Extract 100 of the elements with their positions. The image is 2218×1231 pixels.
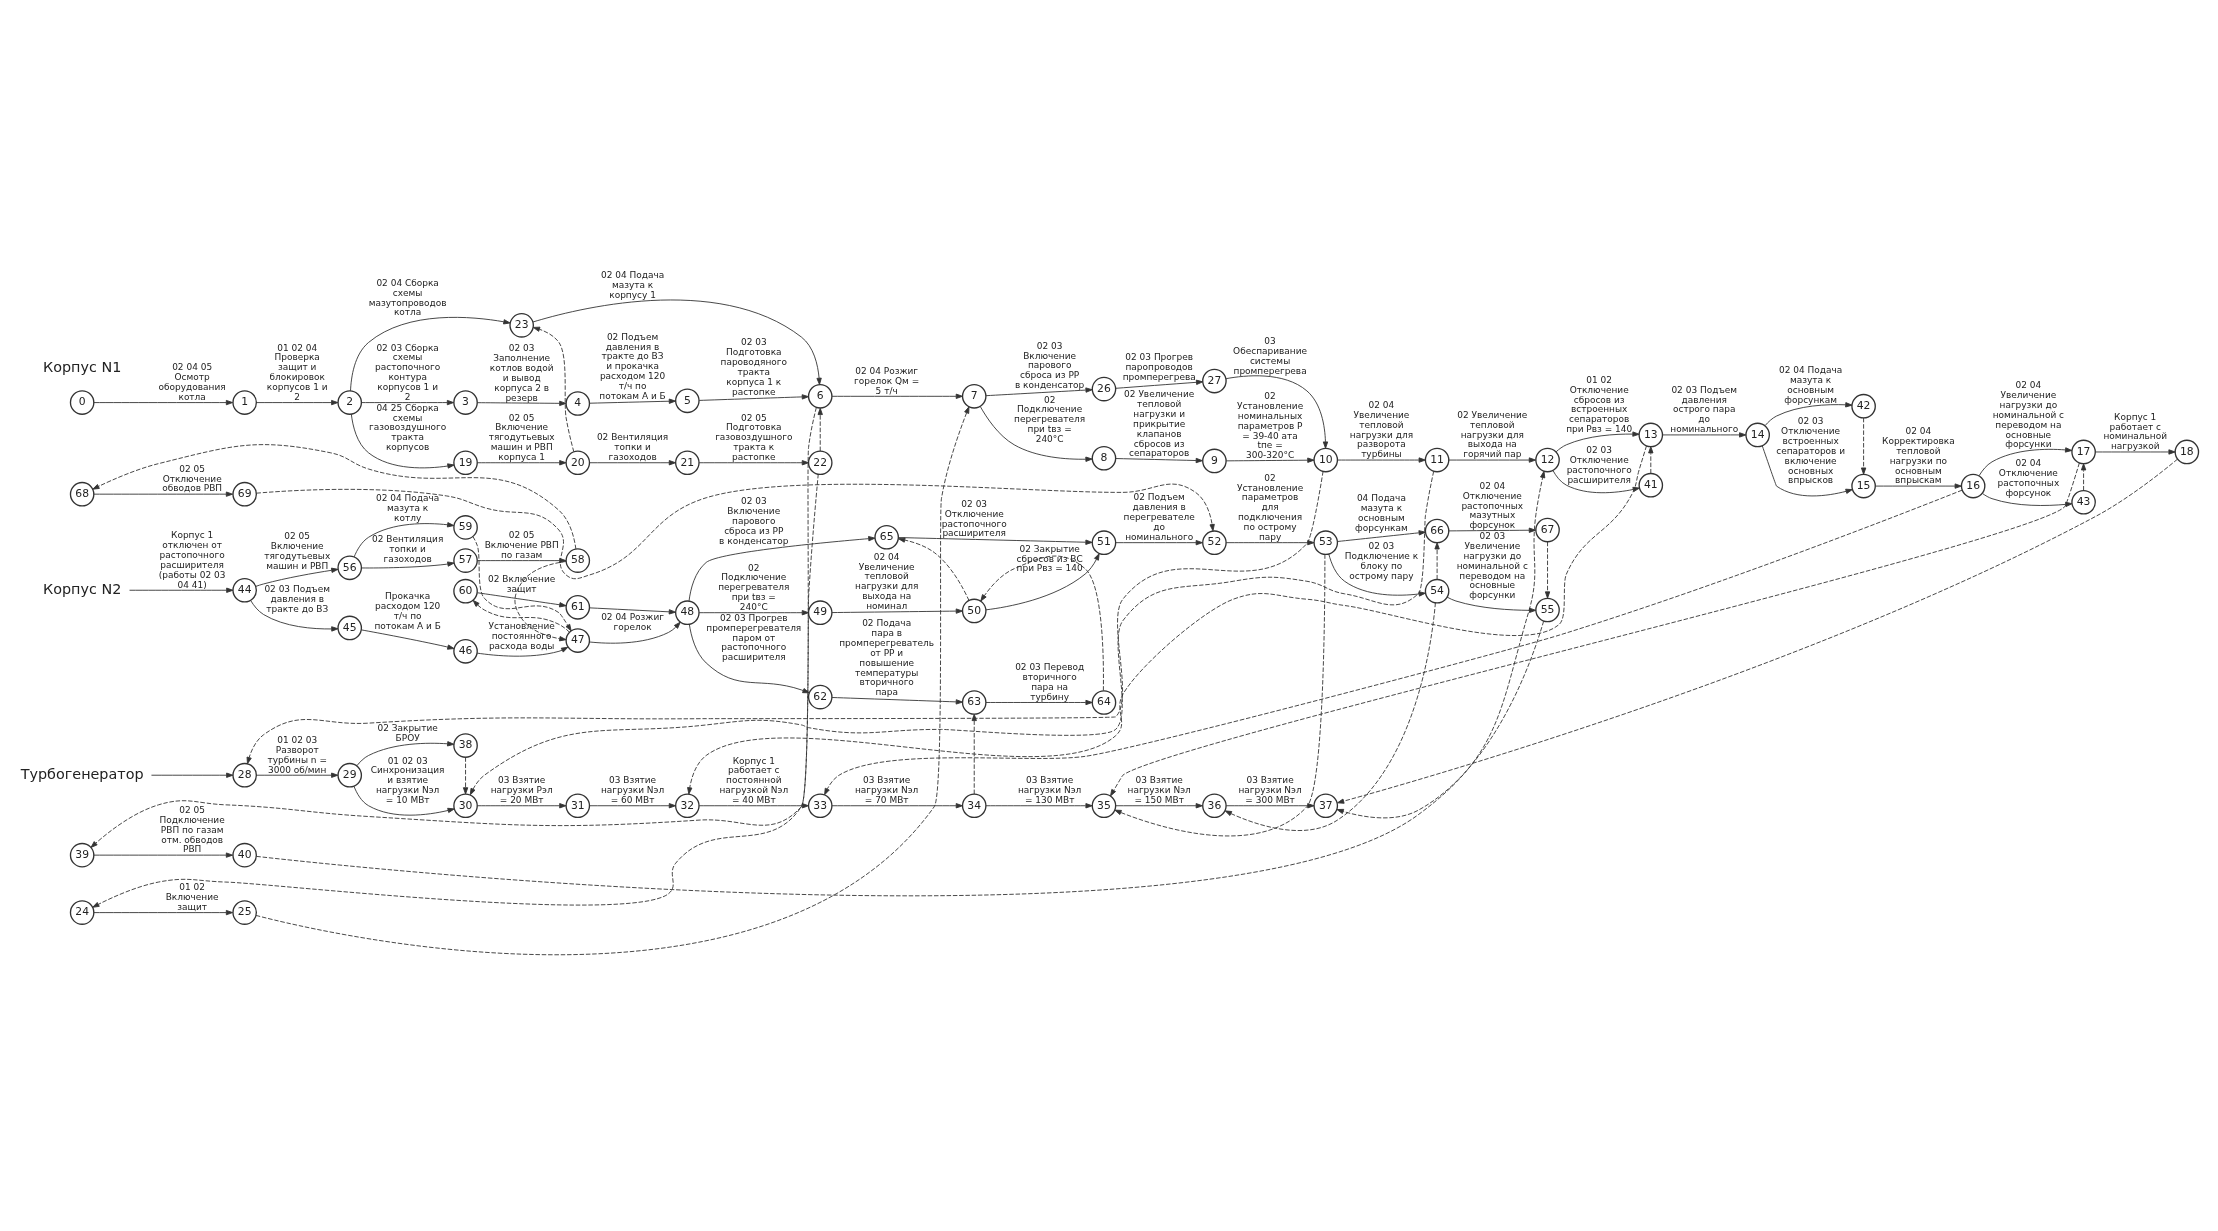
arrow xyxy=(462,756,469,794)
arrow xyxy=(831,607,963,614)
node-circle: 63 xyxy=(961,689,987,715)
arrow xyxy=(477,459,567,465)
node-circle: 28 xyxy=(232,762,257,788)
edge-label: 03 Обеспаривание системы промперегрева xyxy=(1233,335,1308,376)
arrow xyxy=(92,443,577,549)
node-circle: 24 xyxy=(69,899,95,925)
node-circle: 23 xyxy=(509,312,535,338)
edge-label: 02 03 Увеличение нагрузки до номинальной с переводом на основные форсунки xyxy=(1456,530,1528,600)
node-circle: 49 xyxy=(807,599,833,625)
arrow xyxy=(129,587,234,593)
edge-label: 03 Взятие нагрузки Nэл = 130 МВт xyxy=(1017,774,1082,805)
arrow xyxy=(1761,444,1853,496)
arrow xyxy=(1448,456,1536,463)
edge-label: 02 04 Розжиг горелок xyxy=(601,611,664,632)
node-text: Турбогенератор xyxy=(20,765,144,782)
node-text: Корпус N2 xyxy=(42,580,122,597)
arrow xyxy=(151,772,234,778)
node-circle: 31 xyxy=(565,792,591,818)
edge-label: 02 03 Заполнение котлов водой и вывод корпуса 2 в резерв xyxy=(489,342,554,403)
label: Корпус N1 xyxy=(42,358,122,375)
arrow xyxy=(350,413,455,469)
node-circle: 67 xyxy=(1535,517,1560,542)
edge-label: 02 03 Включение парового сброса из РР в конденсатор xyxy=(719,495,789,546)
edge-label: Установление постоянного расхода воды xyxy=(488,620,555,651)
edge-label: 03 Взятие нагрузки Nэл = 300 МВт xyxy=(1238,774,1302,805)
node-circle: 16 xyxy=(1960,473,1986,498)
node-circle: 0 xyxy=(69,389,95,415)
arrow xyxy=(985,699,1093,705)
arrow xyxy=(1764,401,1853,426)
node-circle: 52 xyxy=(1202,529,1227,555)
edge-label: 02 Увеличение тепловой нагрузки для выхода на горячий пар xyxy=(1457,409,1528,459)
node-circle: 26 xyxy=(1091,376,1117,401)
edge-label: 02 04 Розжиг горелок Qм = 5 т/ч xyxy=(854,365,920,396)
arrow xyxy=(1225,457,1315,463)
node-circle: 46 xyxy=(453,638,478,664)
arrow xyxy=(472,599,570,633)
arrow xyxy=(831,802,963,808)
arrow xyxy=(255,567,339,587)
arrow xyxy=(698,802,809,808)
arrow xyxy=(472,535,572,631)
node-circle: 33 xyxy=(807,792,833,818)
arrow xyxy=(256,470,1546,896)
node-circle: 15 xyxy=(1851,473,1876,498)
arrow xyxy=(476,646,569,657)
arrow xyxy=(1336,620,1545,818)
arrow xyxy=(2094,448,2176,455)
arrow xyxy=(477,802,567,808)
node-circle: 21 xyxy=(675,449,700,475)
edge-label: 02 05 Включение тягодутьевых машин и РВП xyxy=(264,530,331,571)
node-circle: 14 xyxy=(1745,422,1770,447)
edge-label: Прокачка расходом 120 т/ч по потокам А и Б xyxy=(374,590,441,631)
node-circle: 17 xyxy=(2071,439,2096,464)
node-circle: 38 xyxy=(453,732,478,758)
node-circle: 34 xyxy=(961,792,987,818)
arrow xyxy=(824,489,1963,795)
arrow xyxy=(1224,602,1436,831)
arrow xyxy=(1337,458,2178,804)
arrow xyxy=(532,326,575,452)
arrow xyxy=(353,785,455,816)
edge-label: 02 04 Подача мазута к корпусу 1 xyxy=(600,269,665,300)
edge-label: 02 03 Отключение растопочного расширителя xyxy=(1566,444,1632,484)
node-circle: 13 xyxy=(1638,422,1664,447)
edge-label: 02 Подъем давления в тракте до ВЗ и прокачка расходом 120 т/ч по потокам А и Б xyxy=(599,331,666,401)
arrow xyxy=(532,299,822,385)
arrow xyxy=(356,740,455,766)
arrow xyxy=(687,445,1647,794)
arrow xyxy=(1114,553,1326,836)
edge-label: 02 Подъем давления в перегревателе до номинального xyxy=(1123,491,1195,542)
edge-label: 04 25 Сборка схемы газовоздушного тракта корпусов xyxy=(369,402,447,452)
node-circle: 48 xyxy=(675,599,700,625)
arrow xyxy=(589,398,676,404)
edge-label: 02 Вентиляция топки и газоходов xyxy=(371,533,444,564)
arrow xyxy=(1110,461,2080,796)
node-circle: 9 xyxy=(1202,448,1227,473)
arrow xyxy=(1875,482,1962,489)
edge-label: 02 04 05 Осмотр оборудования котла xyxy=(158,361,226,402)
node-circle: 58 xyxy=(565,547,591,573)
arrow xyxy=(1337,529,1426,542)
arrow xyxy=(698,609,809,615)
node-circle: 68 xyxy=(69,481,95,506)
arrow xyxy=(985,386,1093,396)
arrow xyxy=(514,560,567,641)
arrow xyxy=(1978,446,2073,476)
arrow xyxy=(1860,416,1867,475)
edge-label: 02 Увеличение тепловой нагрузки и прикрытие клапанов сбросов из сепараторов xyxy=(1124,388,1195,458)
node-circle: 55 xyxy=(1535,597,1560,622)
arrow xyxy=(1337,456,1426,463)
edge-label: 04 Подача мазута к основным форсункам xyxy=(1355,492,1408,533)
edge-label: 02 03 Включение парового сброса из РР в конденсатор xyxy=(1014,340,1085,390)
arrow xyxy=(250,599,339,632)
arrow xyxy=(477,591,567,607)
arrow xyxy=(1225,802,1315,808)
arrow xyxy=(361,560,455,568)
node-circle: 18 xyxy=(2174,439,2200,464)
node-circle: 45 xyxy=(337,615,363,640)
node-circle: 43 xyxy=(2071,489,2096,515)
arrow xyxy=(1115,379,1204,389)
node-circle: 3 xyxy=(453,389,478,415)
